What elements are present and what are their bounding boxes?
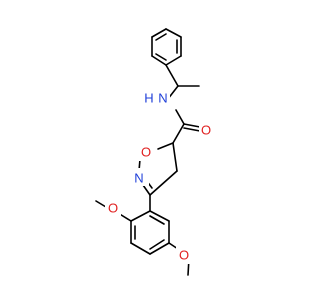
label-bg xyxy=(142,88,170,108)
methoxy-o-lower-label: O xyxy=(179,248,189,263)
amide-n-label: N xyxy=(158,91,167,106)
ring-o-label: O xyxy=(141,145,151,160)
amide-h-label: H xyxy=(144,91,153,106)
carbonyl-o-label: O xyxy=(201,123,211,138)
bond-phenyl xyxy=(165,55,182,66)
atom-labels: H N O O N O O xyxy=(105,88,213,264)
bond-amide xyxy=(175,109,185,125)
bond-chain xyxy=(165,64,179,87)
bond-aryl xyxy=(149,210,170,222)
bond-aryl-inner xyxy=(149,239,165,250)
amide-group xyxy=(172,109,201,144)
label-bg xyxy=(105,199,121,217)
methoxy-o-upper-label: O xyxy=(108,201,118,216)
bond-phenyl xyxy=(151,55,167,66)
bond-aryl xyxy=(149,242,170,255)
bond-phenyl xyxy=(165,28,182,38)
bond-amide xyxy=(172,123,185,144)
bond-phenyl-inner xyxy=(155,33,167,41)
bond-ring xyxy=(172,142,178,172)
ring-n-label: N xyxy=(134,171,143,186)
label-bg xyxy=(199,121,213,139)
label-bg xyxy=(137,143,155,161)
label-bg xyxy=(131,168,149,186)
bond-phenyl-inner xyxy=(155,53,167,61)
bond-methoxy xyxy=(95,200,107,208)
bond-ring xyxy=(149,170,178,196)
bond-ring xyxy=(142,184,151,196)
bond-phenyl xyxy=(151,28,167,38)
dimethoxyphenyl-ring xyxy=(130,194,170,255)
phenyl-ring xyxy=(151,28,182,66)
bond-aryl-inner xyxy=(149,215,165,225)
label-bg xyxy=(176,246,192,264)
bond-carbonyl xyxy=(183,123,201,128)
bond-aryl xyxy=(130,242,151,255)
bond-aryl xyxy=(130,210,151,222)
bond-ring xyxy=(157,142,174,150)
bond-carbonyl xyxy=(183,127,201,132)
molecule-structure-diagram: H N O O N O O xyxy=(95,28,213,276)
